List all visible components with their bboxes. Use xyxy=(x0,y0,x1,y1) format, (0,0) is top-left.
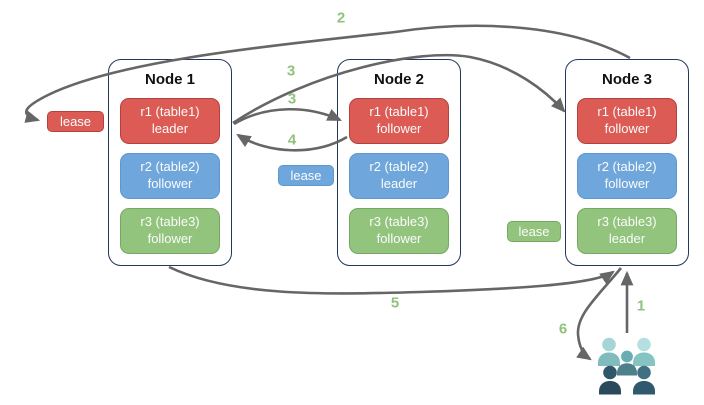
node-3-replica-r3: r3 (table3) leader xyxy=(577,208,677,254)
node-3: Node 3 r1 (table1) follower r2 (table2) … xyxy=(565,59,689,266)
node-2-replica-r3: r3 (table3) follower xyxy=(349,208,449,254)
replica-name: r2 (table2) xyxy=(140,159,200,175)
node-3-title: Node 3 xyxy=(601,71,652,88)
node-2: Node 2 r1 (table1) follower r2 (table2) … xyxy=(337,59,461,266)
replica-name: r1 (table1) xyxy=(597,104,657,120)
arrow-step-6 xyxy=(576,267,623,361)
replica-role: leader xyxy=(380,176,418,191)
replica-role: follower xyxy=(604,176,650,191)
replica-name: r3 (table3) xyxy=(597,214,657,230)
replica-role: follower xyxy=(376,231,422,246)
node-1-title: Node 1 xyxy=(144,71,195,88)
step-label-6: 6 xyxy=(558,320,568,338)
arrow-step-3-to-node2 xyxy=(233,107,342,126)
node-2-replica-r2: r2 (table2) leader xyxy=(349,153,449,199)
replica-role: follower xyxy=(147,176,193,191)
node-3-replica-r1: r1 (table1) follower xyxy=(577,98,677,144)
replica-name: r1 (table1) xyxy=(369,104,429,120)
replica-role: follower xyxy=(376,121,422,136)
node-1-replica-r2: r2 (table2) follower xyxy=(120,153,220,199)
step-label-2: 2 xyxy=(336,9,346,27)
node-2-replica-r1: r1 (table1) follower xyxy=(349,98,449,144)
replica-role: leader xyxy=(151,121,189,136)
lease-badge-r1: lease xyxy=(47,111,104,132)
lease-badge-r3: lease xyxy=(507,221,561,242)
node-1-replica-r1: r1 (table1) leader xyxy=(120,98,220,144)
replica-name: r3 (table3) xyxy=(369,214,429,230)
step-label-3b: 3 xyxy=(287,90,297,108)
replica-role: follower xyxy=(604,121,650,136)
step-label-3a: 3 xyxy=(286,62,296,80)
step-label-4: 4 xyxy=(287,131,297,149)
replica-name: r3 (table3) xyxy=(140,214,200,230)
replica-name: r1 (table1) xyxy=(140,104,200,120)
node-1: Node 1 r1 (table1) leader r2 (table2) fo… xyxy=(108,59,232,266)
arrow-step-5 xyxy=(168,265,615,295)
replica-name: r2 (table2) xyxy=(369,159,429,175)
lease-badge-r2: lease xyxy=(278,165,334,186)
replica-role: follower xyxy=(147,231,193,246)
replica-role: leader xyxy=(608,231,646,246)
node-3-replica-r2: r2 (table2) follower xyxy=(577,153,677,199)
step-label-1: 1 xyxy=(636,297,646,315)
step-label-5: 5 xyxy=(390,294,400,312)
replica-name: r2 (table2) xyxy=(597,159,657,175)
users-group-icon xyxy=(598,337,655,395)
node-1-replica-r3: r3 (table3) follower xyxy=(120,208,220,254)
node-2-title: Node 2 xyxy=(373,71,424,88)
